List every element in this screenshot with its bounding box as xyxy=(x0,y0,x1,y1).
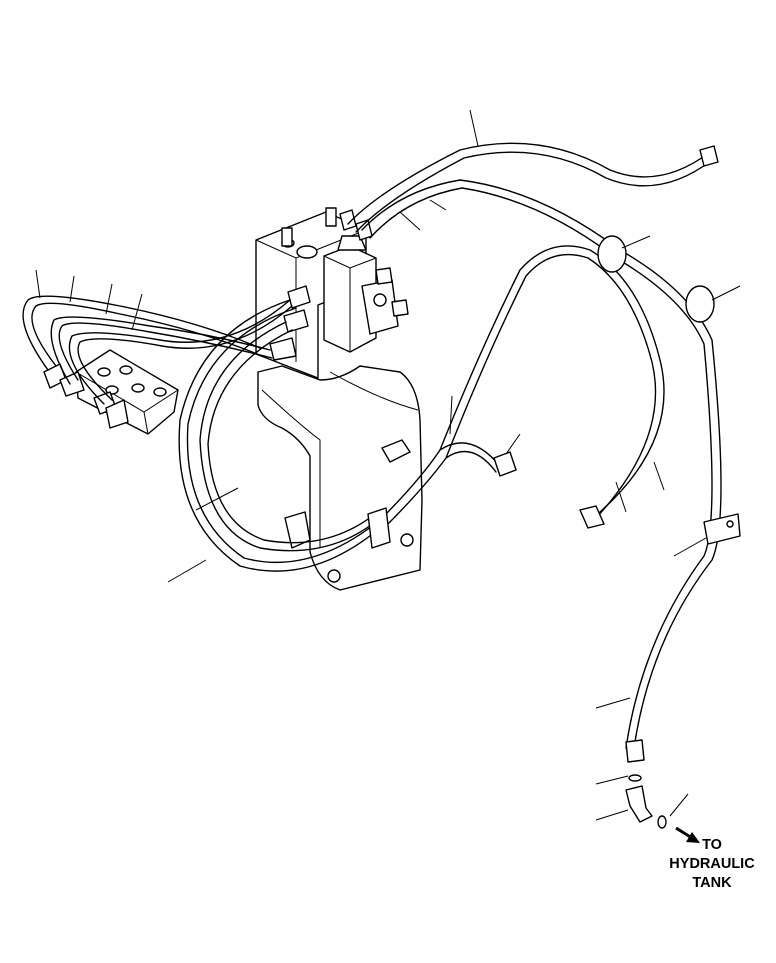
hoses xyxy=(22,142,722,749)
hose-fittings xyxy=(269,209,373,361)
hose-end-fittings xyxy=(493,145,719,829)
mounting-bracket xyxy=(257,365,423,591)
hose-clamps xyxy=(367,235,741,549)
annotation-line-3: TANK xyxy=(692,875,732,891)
manifold-plate xyxy=(43,349,179,435)
direction-arrow xyxy=(675,826,700,843)
annotation-line-1: TO xyxy=(702,837,722,853)
annotation-line-2: HYDRAULIC xyxy=(669,856,755,872)
solenoid-valve xyxy=(323,235,409,353)
leader-lines xyxy=(35,109,741,821)
to-hydraulic-tank-label: TO HYDRAULIC TANK xyxy=(669,837,755,891)
